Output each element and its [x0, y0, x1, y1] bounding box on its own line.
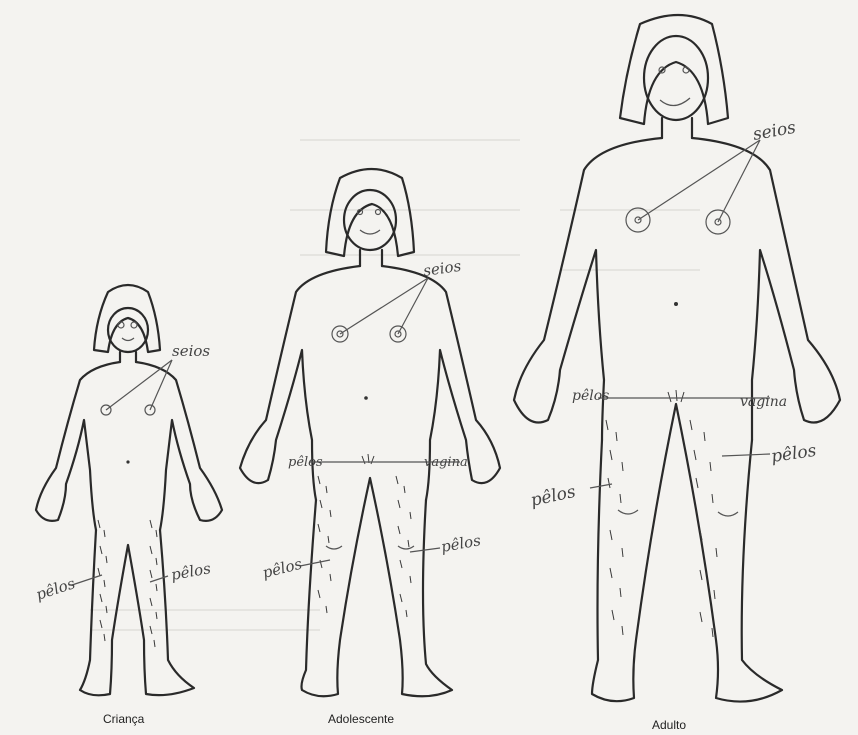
child-label-pelos-left: pêlos	[34, 574, 78, 604]
child-leg-hair	[98, 520, 157, 647]
adolescent-label-seios: seios	[422, 257, 463, 280]
adolescent-label-vagina: vagina	[424, 455, 468, 470]
figure-crianca: seios pêlos pêlos	[34, 285, 222, 695]
adolescent-label-pelos-pubic: pêlos	[288, 455, 323, 470]
adult-label-pelos-left: pêlos	[529, 482, 578, 511]
adolescent-leg-hair	[318, 454, 411, 617]
caption-adulto: Adulto	[652, 718, 686, 732]
child-label-seios: seios	[172, 342, 210, 360]
figure-adulto: seios pêlos vagina pêlos pêlos	[514, 15, 840, 702]
figure-adolescente: seios pêlos vagina pêlos pêlos	[240, 169, 500, 696]
adolescent-label-pelos-right: pêlos	[440, 531, 483, 556]
caption-adolescente: Adolescente	[328, 712, 394, 726]
adult-label-vagina: vagina	[740, 394, 787, 410]
caption-crianca: Criança	[103, 712, 144, 726]
adult-label-seios: seios	[751, 118, 797, 145]
adult-label-pelos-pubic: pêlos	[572, 388, 609, 404]
child-label-pelos-right: pêlos	[170, 559, 213, 584]
adolescent-label-pelos-left: pêlos	[261, 555, 304, 582]
adult-head	[644, 36, 708, 120]
adult-label-pelos-right: pêlos	[770, 441, 818, 467]
